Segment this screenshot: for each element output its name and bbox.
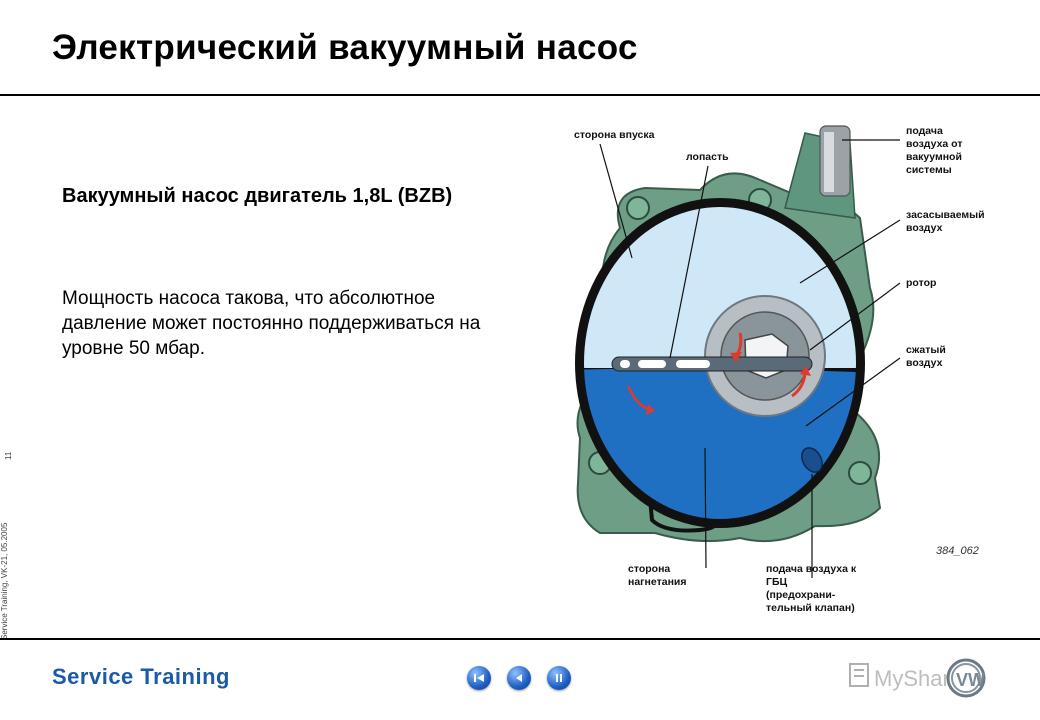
label-head-supply-1: подача воздуха к bbox=[766, 563, 857, 575]
footer-divider bbox=[0, 638, 1040, 640]
pause-button[interactable] bbox=[547, 666, 571, 690]
label-compressed-air-1: сжатый bbox=[906, 344, 946, 356]
back-icon bbox=[516, 674, 522, 682]
back-button[interactable] bbox=[507, 666, 531, 690]
label-air-supply-1: подача bbox=[906, 125, 943, 137]
label-intake-side: сторона впуска bbox=[574, 129, 655, 141]
label-air-supply-3: вакуумной bbox=[906, 151, 962, 163]
label-air-supply-2: воздуха от bbox=[906, 138, 962, 150]
first-icon bbox=[474, 674, 484, 682]
label-air-supply-4: системы bbox=[906, 164, 952, 176]
first-page-button[interactable] bbox=[467, 666, 491, 690]
body-paragraph: Мощность насоса такова, что абсолютное д… bbox=[62, 288, 481, 359]
header-divider bbox=[0, 94, 1040, 96]
page-number: 11 bbox=[4, 451, 13, 460]
label-head-supply-4: тельный клапан) bbox=[766, 602, 855, 614]
mount-hole bbox=[626, 196, 650, 220]
footer-brand: Service Training bbox=[52, 664, 230, 689]
watermark-logo: MyShared VW bbox=[849, 658, 986, 698]
label-head-supply-3: (предохрани- bbox=[766, 589, 836, 601]
label-vane: лопасть bbox=[686, 151, 729, 163]
vacuum-pump-diagram: сторона впуска лопасть подача воздуха от… bbox=[574, 125, 985, 614]
page-title: Электрический вакуумный насос bbox=[52, 28, 638, 67]
label-head-supply-2: ГБЦ bbox=[766, 576, 787, 588]
label-sucked-air-1: засасываемый bbox=[906, 209, 985, 221]
ref-code: 384_062 bbox=[936, 545, 979, 557]
svg-text:VW: VW bbox=[956, 670, 985, 690]
label-rotor: ротор bbox=[906, 277, 936, 289]
safety-valve bbox=[801, 447, 823, 473]
label-pressure-side-2: нагнетания bbox=[628, 576, 687, 588]
side-meta: Service Training, VK-21, 05.2005 bbox=[0, 522, 9, 640]
label-pressure-side-1: сторона bbox=[628, 563, 670, 575]
mount-hole bbox=[848, 461, 872, 485]
section-subtitle: Вакуумный насос двигатель 1,8L (BZB) bbox=[62, 185, 453, 207]
label-sucked-air-2: воздух bbox=[906, 222, 943, 234]
label-compressed-air-2: воздух bbox=[906, 357, 943, 369]
pause-icon bbox=[556, 674, 562, 682]
